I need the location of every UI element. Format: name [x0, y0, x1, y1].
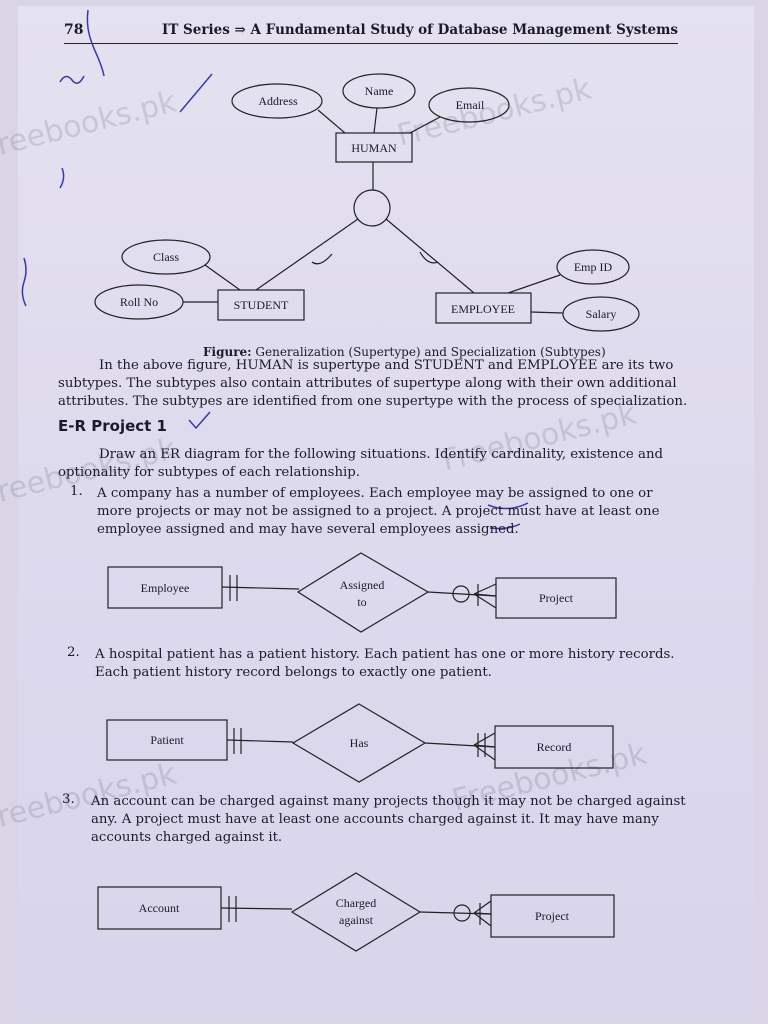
entity-project-box-2 — [490, 894, 615, 938]
attr-salary — [562, 296, 640, 332]
label-d2-left: Patient — [150, 733, 184, 747]
paragraph-line: In the above figure, HUMAN is supertype … — [99, 358, 674, 373]
caption-label: Figure: — [203, 345, 252, 359]
entity-employee — [435, 292, 532, 324]
page-header: 78 IT Series ⇒ A Fundamental Study of Da… — [64, 22, 678, 44]
running-title: IT Series ⇒ A Fundamental Study of Datab… — [162, 22, 678, 38]
label-employee: EMPLOYEE — [451, 302, 515, 316]
label-student: STUDENT — [234, 298, 289, 312]
item-number: 3. — [62, 792, 75, 807]
item-line: employee assigned and may have several e… — [97, 522, 519, 537]
label-d3-rel-2: against — [339, 913, 374, 927]
relationship-charged-against — [290, 872, 422, 952]
attr-class — [121, 239, 211, 275]
item-number: 2. — [67, 645, 80, 660]
page-number: 78 — [64, 22, 84, 38]
book-page — [18, 6, 754, 1018]
item-line: more projects or may not be assigned to … — [97, 504, 660, 519]
entity-record-box — [494, 725, 614, 769]
label-d1-rel-1: Assigned — [340, 578, 385, 592]
label-roll-no: Roll No — [120, 295, 158, 309]
label-d1-rel-2: to — [357, 595, 366, 609]
label-d1-left: Employee — [141, 581, 190, 595]
attr-emp-id — [556, 249, 630, 285]
item-line: A company has a number of employees. Eac… — [97, 486, 653, 501]
item-line: any. A project must have at least one ac… — [91, 812, 659, 827]
label-class: Class — [153, 250, 179, 264]
label-d3-left: Account — [139, 901, 180, 915]
entity-student — [217, 289, 305, 321]
er-diagram-2 — [106, 703, 614, 783]
label-emp-id: Emp ID — [574, 260, 613, 274]
label-address: Address — [258, 94, 298, 108]
attr-email — [428, 87, 510, 123]
label-d3-rel-1: Charged — [336, 896, 376, 910]
item-line: A hospital patient has a patient history… — [95, 647, 675, 662]
label-email: Email — [456, 98, 485, 112]
pen-annotations — [21, 9, 529, 530]
relationship-has — [291, 703, 427, 783]
caption-text: Generalization (Supertype) and Specializ… — [251, 345, 606, 359]
item-line: An account can be charged against many p… — [91, 794, 686, 809]
item-line: accounts charged against it. — [91, 830, 283, 845]
relationship-assigned-to — [296, 552, 430, 633]
item-number: 1. — [70, 484, 83, 499]
label-d3-right: Project — [535, 909, 570, 923]
er-diagram-1 — [107, 552, 617, 633]
diagram-labels: Address Name Email HUMAN Class Roll No S… — [120, 84, 617, 927]
item-line: Each patient history record belongs to e… — [95, 665, 492, 680]
label-salary: Salary — [586, 307, 617, 321]
entity-project-box — [495, 577, 617, 619]
attr-name — [342, 73, 416, 109]
section-heading: E-R Project 1 — [58, 417, 167, 435]
label-human: HUMAN — [351, 141, 397, 155]
intro-line: Draw an ER diagram for the following sit… — [99, 447, 664, 462]
label-d2-rel-1: Has — [350, 736, 369, 750]
generalization-diagram — [94, 73, 640, 332]
label-d2-right: Record — [537, 740, 572, 754]
er-diagram-3 — [97, 872, 615, 952]
attr-address — [231, 83, 323, 119]
figure-caption: Figure: Generalization (Supertype) and S… — [203, 345, 606, 359]
entity-human — [335, 132, 413, 163]
label-d1-right: Project — [539, 591, 574, 605]
paragraph-line: subtypes. The subtypes also contain attr… — [58, 376, 677, 391]
label-name: Name — [365, 84, 394, 98]
intro-line: optionality for subtypes of each relatio… — [58, 465, 361, 480]
paragraph-line: attributes. The subtypes are identified … — [58, 394, 688, 409]
header-rule — [64, 43, 678, 44]
specialization-circle — [353, 189, 391, 227]
